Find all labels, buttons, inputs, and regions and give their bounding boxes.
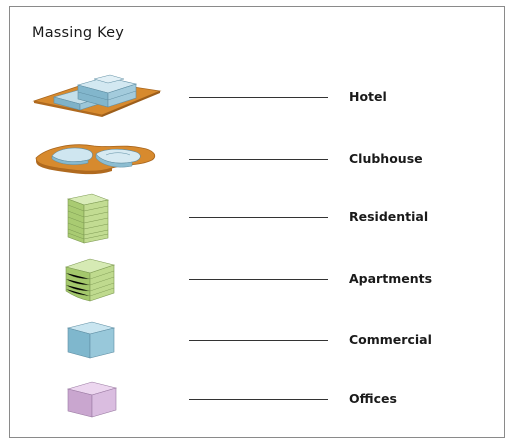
leader-line	[189, 340, 328, 341]
leader-line	[189, 279, 328, 280]
offices-massing-icon	[66, 381, 118, 418]
leader-line	[189, 399, 328, 400]
massing-key-panel: Massing Key Hotel	[9, 6, 505, 438]
legend-label-residential: Residential	[349, 209, 429, 224]
leader-line	[189, 159, 328, 160]
leader-line	[189, 217, 328, 218]
hotel-massing-icon	[32, 74, 162, 117]
legend-item-offices: Offices	[10, 371, 504, 431]
legend-item-residential: Residential	[10, 187, 504, 247]
legend-item-apartments: Apartments	[10, 247, 504, 307]
apartments-massing-icon	[64, 258, 116, 302]
legend-item-clubhouse: Clubhouse	[10, 128, 504, 188]
legend-label-clubhouse: Clubhouse	[349, 151, 423, 166]
legend-title: Massing Key	[32, 25, 125, 41]
leader-line	[189, 97, 328, 98]
legend-label-hotel: Hotel	[349, 89, 387, 104]
residential-massing-icon	[66, 193, 110, 244]
legend-label-apartments: Apartments	[349, 271, 433, 286]
legend-item-hotel: Hotel	[10, 67, 504, 127]
clubhouse-massing-icon	[35, 144, 156, 175]
legend-item-commercial: Commercial	[10, 310, 504, 370]
legend-label-offices: Offices	[349, 391, 397, 406]
commercial-massing-icon	[66, 321, 116, 359]
legend-label-commercial: Commercial	[349, 332, 432, 347]
